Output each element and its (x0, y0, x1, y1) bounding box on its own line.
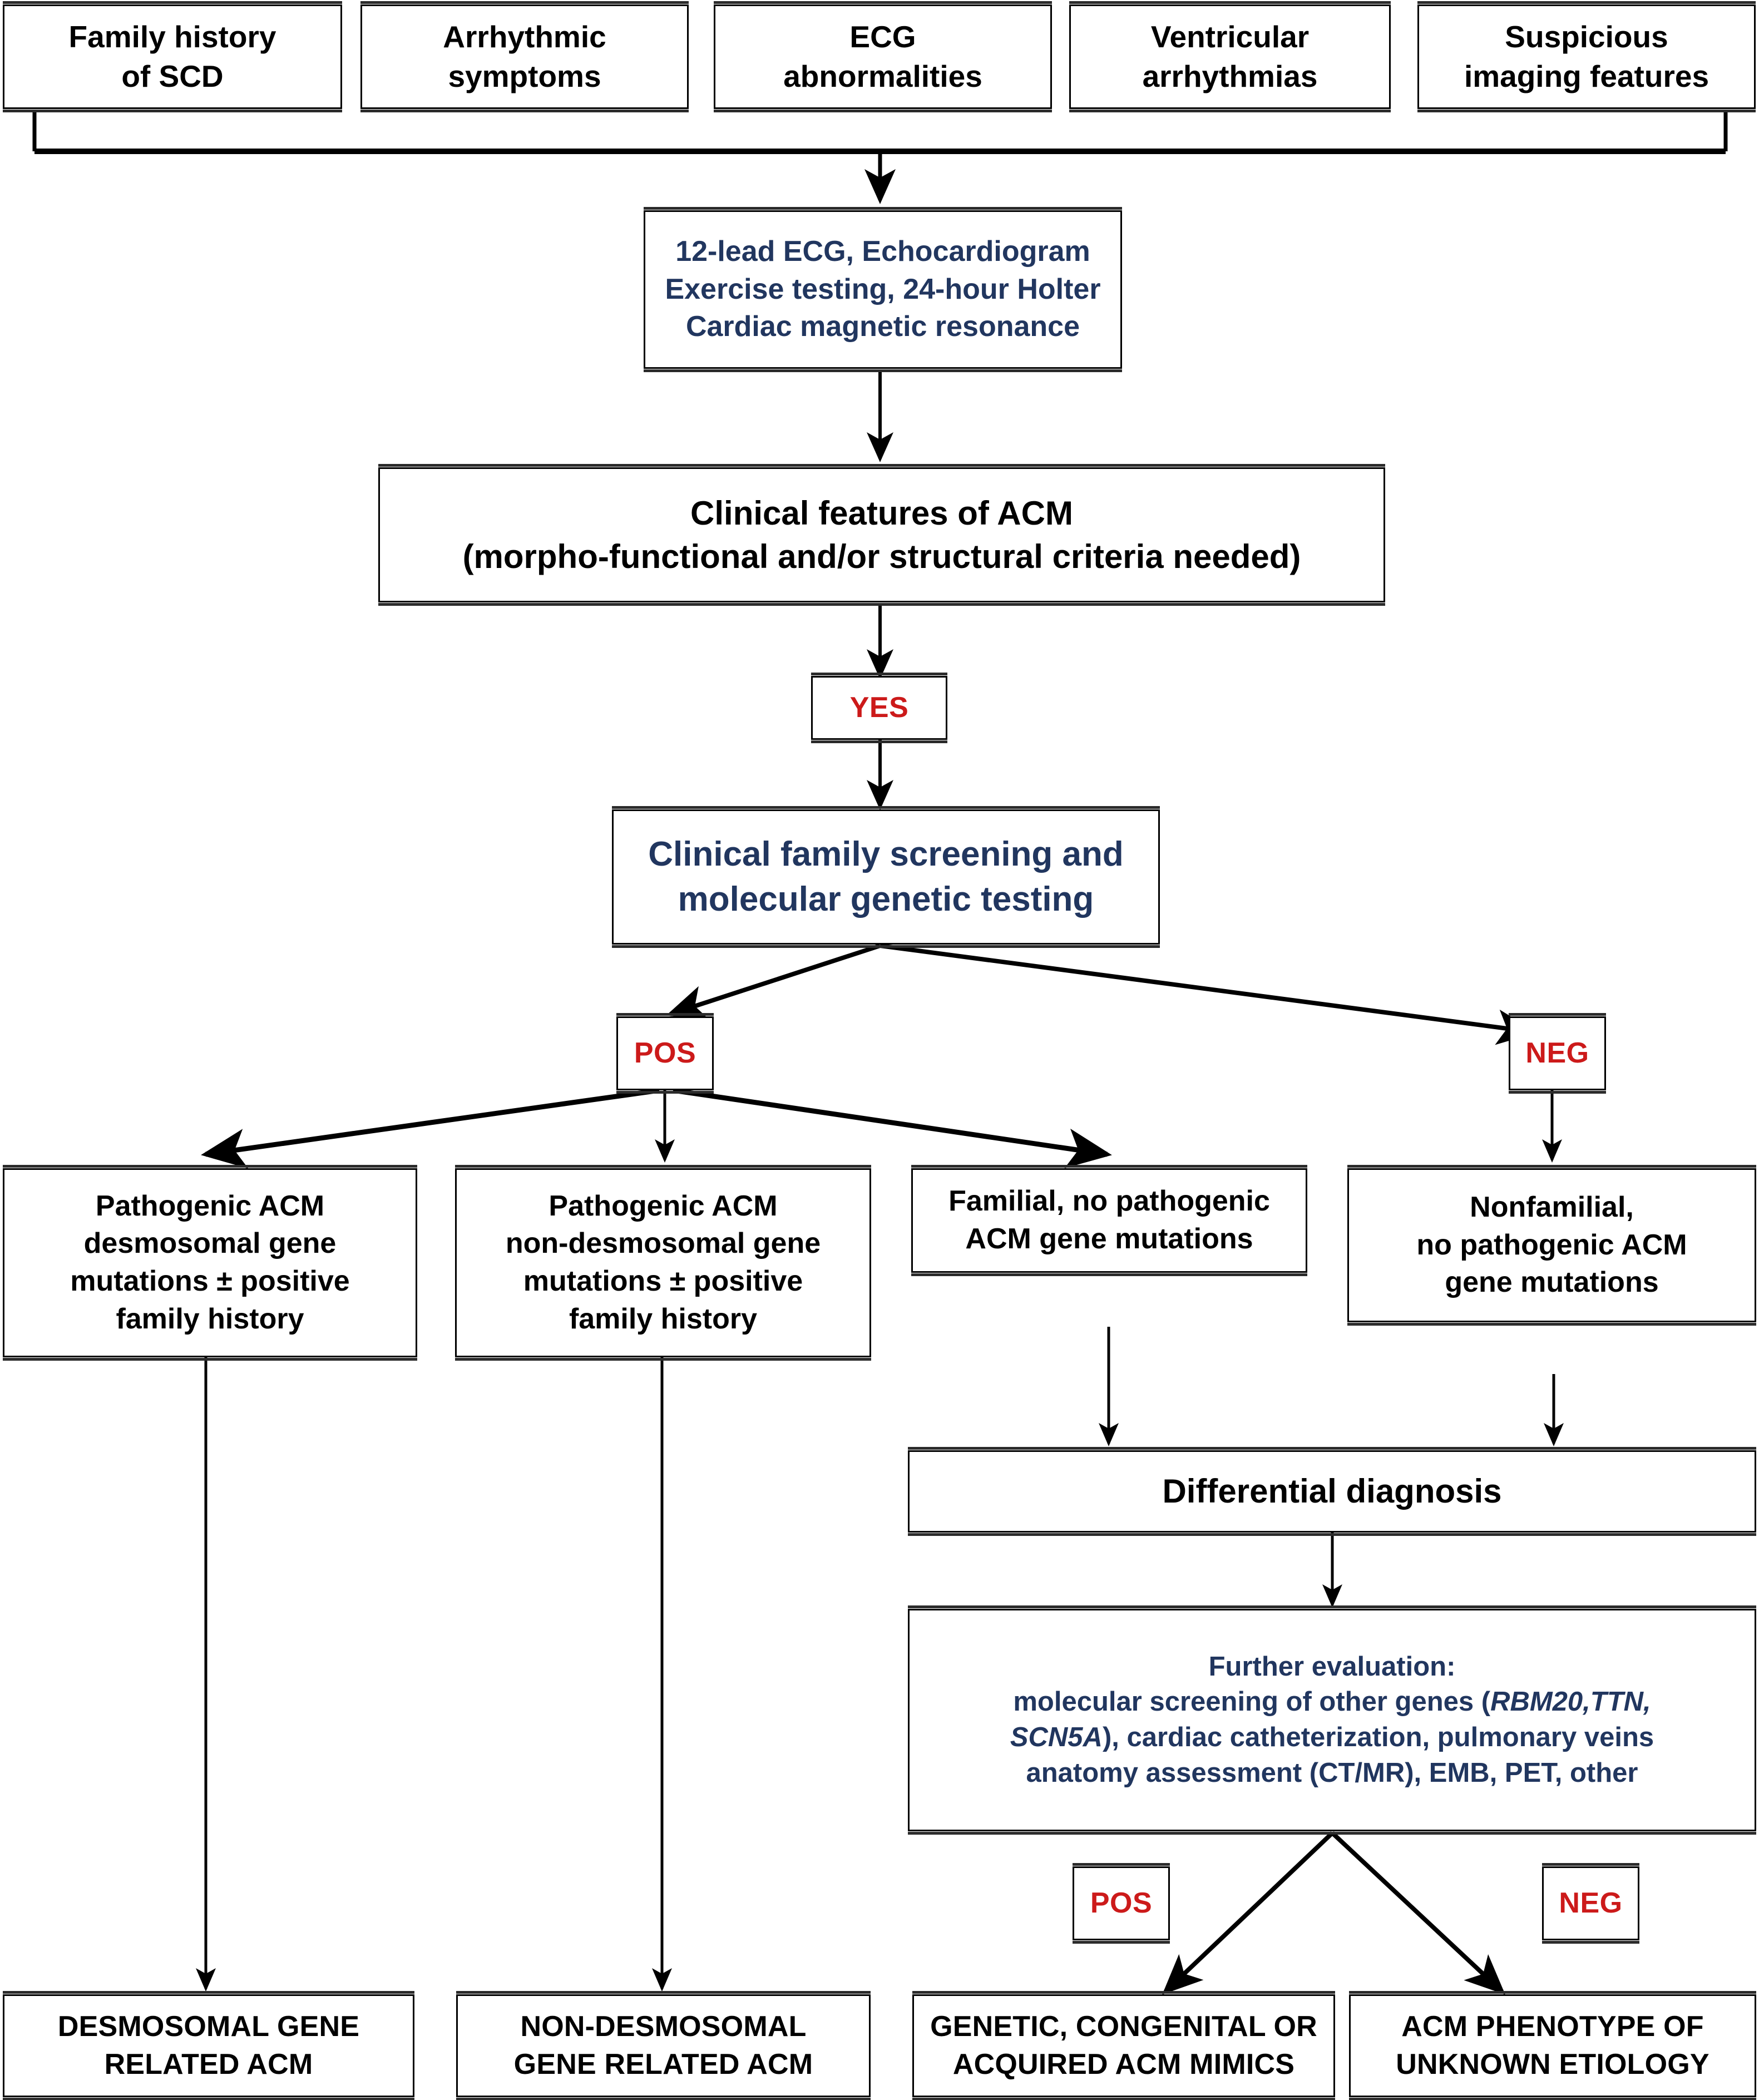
outcome-box-non-desmosomal-gene-related-acm[interactable]: NON-DESMOSOMAL GENE RELATED ACM (456, 1991, 871, 2100)
badge-pos-label: POS (634, 1036, 696, 1069)
outcome-box-unknown-etiology[interactable]: ACM PHENOTYPE OF UNKNOWN ETIOLOGY (1349, 1991, 1756, 2100)
badge-neg-further[interactable]: NEG (1542, 1863, 1639, 1944)
trigger-box-ecg-abnormalities[interactable]: ECG abnormalities (714, 1, 1052, 112)
badge-pos-label: POS (1090, 1886, 1153, 1919)
differential-diagnosis-label: Differential diagnosis (1162, 1473, 1502, 1510)
further-evaluation-heading: Further evaluation: (1208, 1651, 1456, 1682)
trigger-line-1: Ventricular (1150, 19, 1310, 54)
category-line-1: Pathogenic ACM (95, 1189, 325, 1222)
category-box-familial-no-mutations[interactable]: Familial, no pathogenic ACM gene mutatio… (911, 1165, 1307, 1276)
trigger-box-suspicious-imaging[interactable]: Suspicious imaging features (1417, 1, 1756, 112)
trigger-box-ventricular-arrhythmias[interactable]: Ventricular arrhythmias (1069, 1, 1391, 112)
clinical-features-box[interactable]: Clinical features of ACM (morpho-functio… (378, 464, 1385, 606)
badge-yes-label: YES (849, 691, 909, 724)
badge-neg-label: NEG (1525, 1036, 1589, 1069)
category-line-2: desmosomal gene (83, 1227, 337, 1260)
outcome-box-acm-mimics[interactable]: GENETIC, CONGENITAL OR ACQUIRED ACM MIMI… (912, 1991, 1335, 2100)
badge-neg-label: NEG (1559, 1886, 1623, 1919)
category-box-desmosomal-mutations[interactable]: Pathogenic ACM desmosomal gene mutations… (3, 1165, 417, 1361)
trigger-box-arrhythmic-symptoms[interactable]: Arrhythmic symptoms (360, 1, 689, 112)
gene-names-line-2: SCN5A (1010, 1722, 1103, 1752)
badge-pos-genetic[interactable]: POS (616, 1013, 714, 1094)
trigger-line-2: abnormalities (783, 59, 982, 93)
further-evaluation-body-3: anatomy assessment (CT/MR), EMB, PET, ot… (1026, 1757, 1638, 1788)
trigger-line-2: arrhythmias (1142, 59, 1318, 93)
further-evaluation-body-1: molecular screening of other genes ( (1013, 1687, 1491, 1717)
outcome-line-2: GENE RELATED ACM (513, 2048, 813, 2081)
category-line-4: family history (116, 1302, 304, 1335)
workup-line-1: 12-lead ECG, Echocardiogram (675, 235, 1090, 268)
workup-box[interactable]: 12-lead ECG, Echocardiogram Exercise tes… (644, 207, 1122, 372)
outcome-line-2: RELATED ACM (104, 2048, 313, 2081)
category-line-3: mutations ± positive (70, 1265, 350, 1297)
further-evaluation-body-2: ), cardiac catheterization, pulmonary ve… (1102, 1722, 1654, 1752)
clinical-features-line-2: (morpho-functional and/or structural cri… (462, 537, 1301, 575)
category-line-2: no pathogenic ACM (1416, 1228, 1687, 1261)
workup-line-3: Cardiac magnetic resonance (685, 310, 1080, 343)
gene-names-line-1: RBM20,TTN, (1490, 1687, 1651, 1717)
screening-line-1: Clinical family screening and (648, 834, 1124, 873)
category-line-1: Nonfamilial, (1470, 1191, 1634, 1224)
badge-pos-further[interactable]: POS (1073, 1863, 1170, 1944)
outcome-box-desmosomal-gene-related-acm[interactable]: DESMOSOMAL GENE RELATED ACM (3, 1991, 414, 2100)
trigger-line-2: symptoms (448, 59, 601, 93)
category-line-2: ACM gene mutations (965, 1223, 1253, 1255)
category-box-non-desmosomal-mutations[interactable]: Pathogenic ACM non-desmosomal gene mutat… (455, 1165, 871, 1361)
category-line-1: Familial, no pathogenic (948, 1185, 1270, 1218)
differential-diagnosis-box[interactable]: Differential diagnosis (908, 1447, 1756, 1536)
screening-line-2: molecular genetic testing (678, 879, 1094, 918)
trigger-line-2: of SCD (121, 59, 224, 93)
outcome-line-2: ACQUIRED ACM MIMICS (952, 2048, 1295, 2081)
workup-line-2: Exercise testing, 24-hour Holter (665, 273, 1101, 305)
outcome-line-1: DESMOSOMAL GENE (57, 2010, 360, 2043)
clinical-features-line-1: Clinical features of ACM (690, 494, 1073, 532)
category-box-nonfamilial-no-mutations[interactable]: Nonfamilial, no pathogenic ACM gene muta… (1347, 1165, 1756, 1326)
trigger-line-1: Suspicious (1505, 19, 1668, 54)
trigger-line-1: ECG (849, 19, 916, 54)
category-line-3: gene mutations (1445, 1266, 1659, 1299)
category-line-2: non-desmosomal gene (505, 1227, 821, 1260)
trigger-line-1: Family history (68, 19, 276, 54)
screening-box[interactable]: Clinical family screening and molecular … (612, 806, 1160, 948)
trigger-line-2: imaging features (1464, 59, 1709, 93)
outcome-line-1: GENETIC, CONGENITAL OR (930, 2010, 1317, 2043)
trigger-line-1: Arrhythmic (443, 19, 606, 54)
trigger-box-family-history[interactable]: Family history of SCD (3, 1, 342, 112)
outcome-line-1: NON-DESMOSOMAL (520, 2010, 807, 2043)
badge-neg-genetic[interactable]: NEG (1509, 1013, 1606, 1094)
category-line-4: family history (569, 1302, 758, 1335)
further-evaluation-box[interactable]: Further evaluation: molecular screening … (908, 1605, 1756, 1835)
category-line-3: mutations ± positive (523, 1265, 803, 1297)
outcome-line-1: ACM PHENOTYPE OF (1401, 2010, 1704, 2043)
outcome-line-2: UNKNOWN ETIOLOGY (1396, 2048, 1709, 2081)
category-line-1: Pathogenic ACM (549, 1189, 778, 1222)
badge-yes[interactable]: YES (811, 673, 947, 743)
